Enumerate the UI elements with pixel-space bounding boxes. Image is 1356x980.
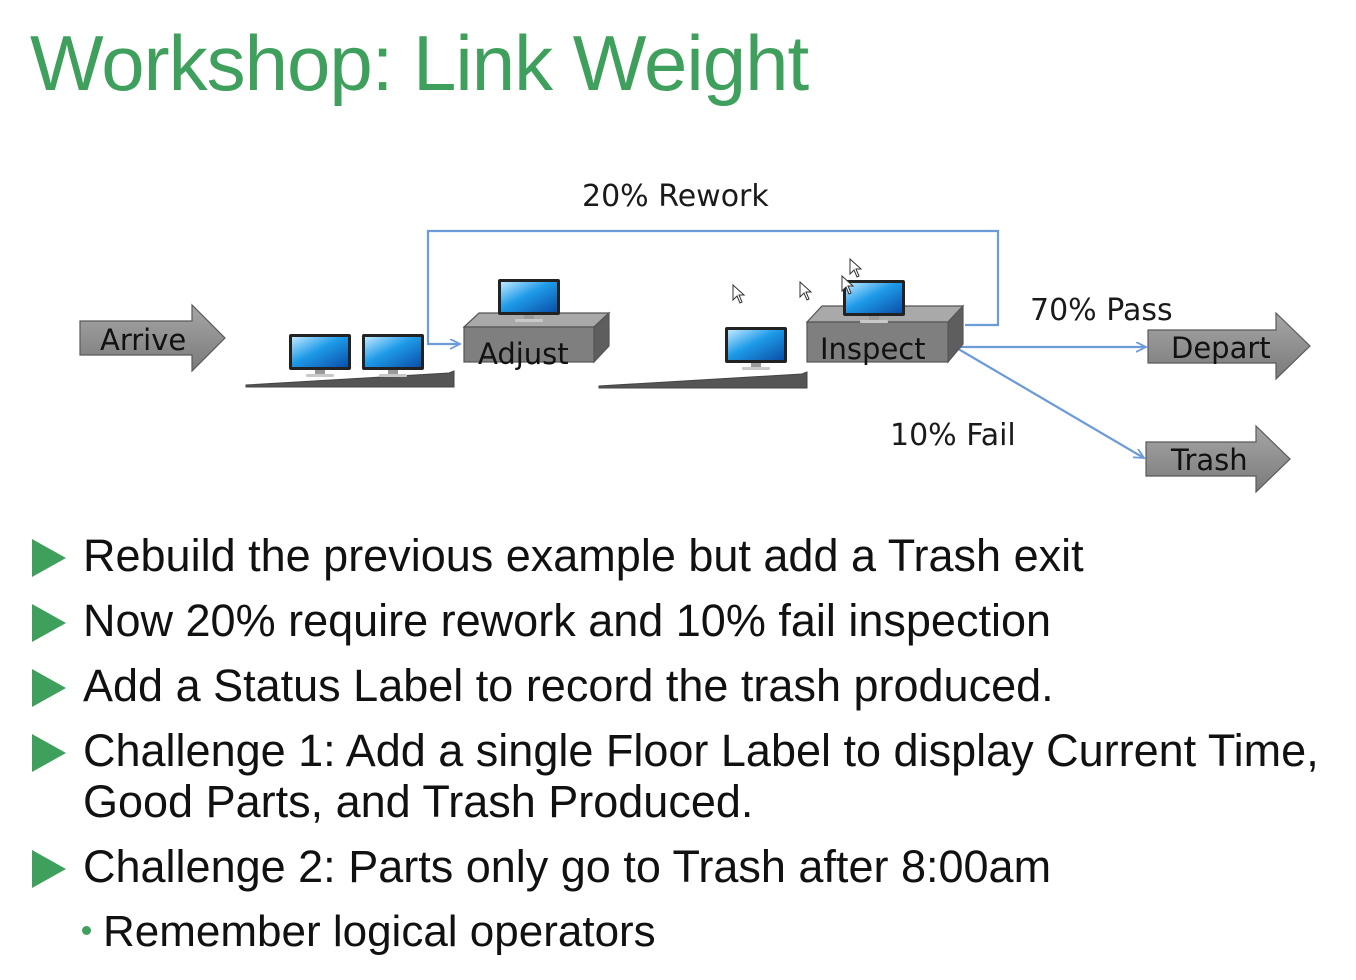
bullet-item: Add a Status Label to record the trash p…: [30, 660, 1340, 711]
rework-link: [426, 229, 1000, 344]
cursor-icon: [799, 281, 812, 301]
sub-bullet-item: Remember logical operators: [82, 906, 656, 958]
triangle-bullet-icon: [32, 734, 66, 772]
adjust-label: Adjust: [478, 337, 569, 371]
bullet-list: Rebuild the previous example but add a T…: [30, 530, 1340, 906]
arrive-label: Arrive: [100, 323, 186, 357]
inspect-server: Inspect: [805, 280, 965, 366]
arrive-arrow: Arrive: [79, 303, 226, 373]
pass-label: 70% Pass: [1030, 293, 1173, 328]
bullet-item: Now 20% require rework and 10% fail insp…: [30, 595, 1340, 646]
part-monitor-icon: [725, 327, 787, 370]
triangle-bullet-icon: [32, 539, 66, 577]
cursor-icon: [732, 284, 745, 304]
dot-bullet-icon: [82, 925, 91, 935]
inspect-queue: [598, 327, 808, 389]
process-flow-diagram: 20% Rework 70% Pass 10% Fail Arrive Adju…: [79, 179, 1311, 494]
slide-title: Workshop: Link Weight: [30, 19, 809, 107]
bullet-item: Challenge 1: Add a single Floor Label to…: [30, 725, 1340, 827]
bullet-item: Challenge 2: Parts only go to Trash afte…: [30, 841, 1340, 892]
depart-label: Depart: [1171, 331, 1271, 365]
fail-link: [954, 346, 1144, 458]
inspect-label: Inspect: [820, 332, 926, 366]
bullet-item: Rebuild the previous example but add a T…: [30, 530, 1340, 581]
triangle-bullet-icon: [32, 604, 66, 642]
fail-label: 10% Fail: [890, 418, 1016, 453]
trash-label: Trash: [1170, 443, 1248, 477]
adjust-server: Adjust: [462, 279, 611, 371]
rework-label: 20% Rework: [582, 179, 769, 214]
trash-arrow: Trash: [1145, 424, 1291, 494]
triangle-bullet-icon: [32, 669, 66, 707]
part-monitor-icon: [289, 334, 351, 377]
part-monitor-icon: [362, 334, 424, 377]
cursor-icon: [849, 258, 862, 278]
adjust-queue: [245, 334, 455, 388]
depart-arrow: Depart: [1147, 311, 1311, 381]
triangle-bullet-icon: [32, 850, 66, 888]
